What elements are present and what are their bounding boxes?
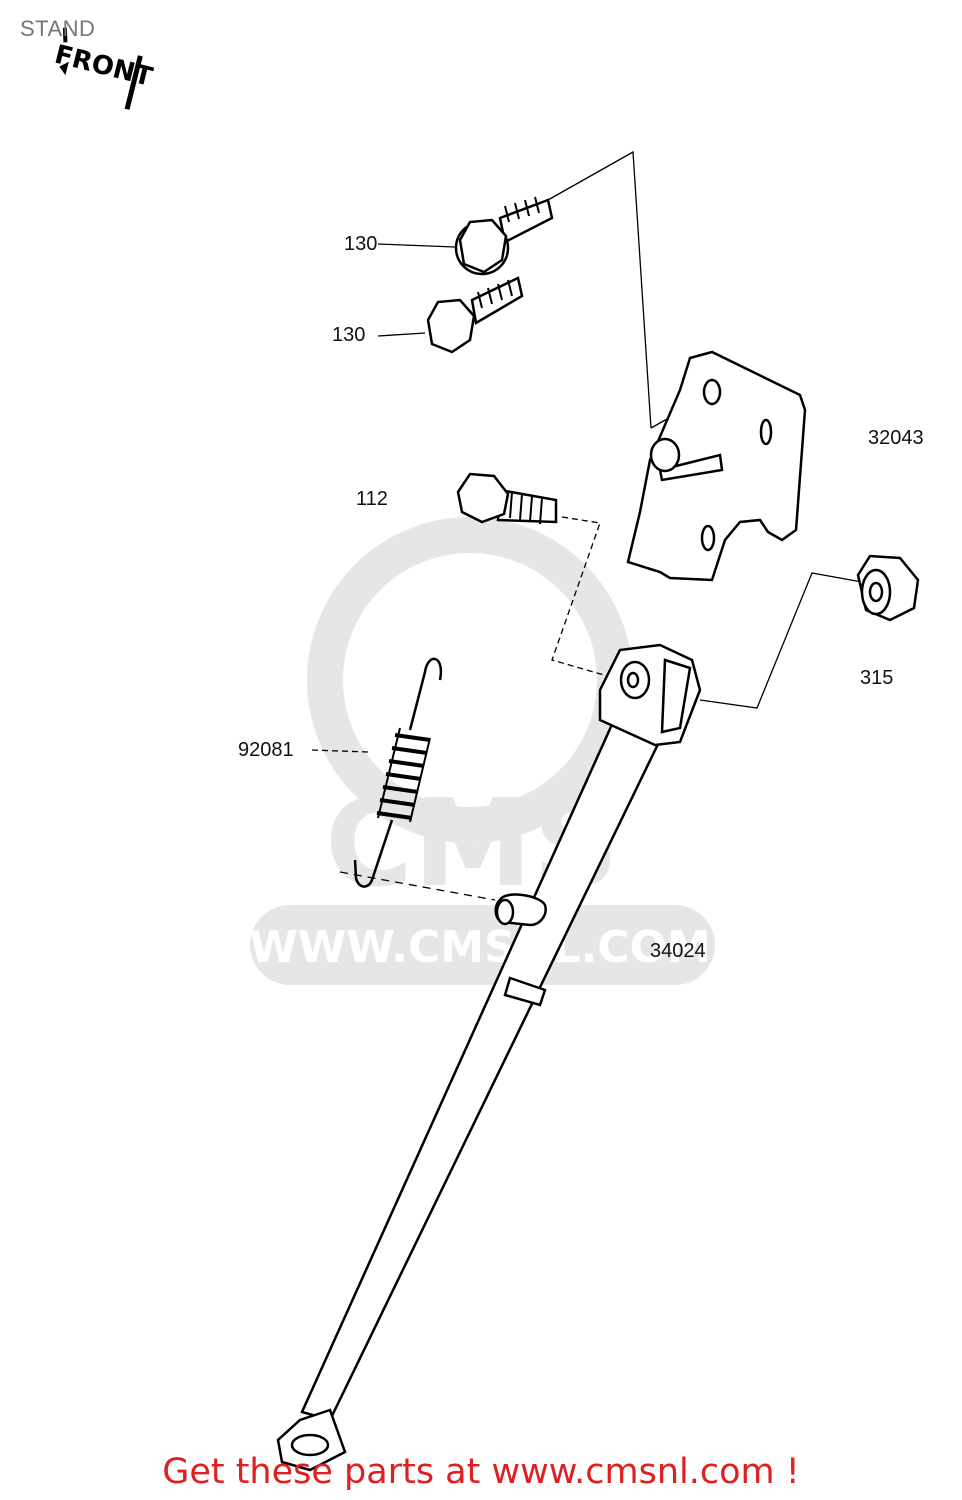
part-label-bolt-1[interactable]: 130 — [344, 233, 378, 255]
pivot-bolt-112 — [456, 472, 558, 525]
part-label-spring[interactable]: 92081 — [238, 739, 294, 761]
stand-34024 — [276, 643, 702, 1472]
part-label-bracket[interactable]: 32043 — [868, 427, 924, 449]
nut-315 — [856, 554, 920, 622]
promo-link[interactable]: Get these parts at www.cmsnl.com ! — [162, 1452, 800, 1492]
bracket-32043 — [626, 350, 807, 582]
spring-92081 — [353, 657, 443, 888]
bolt-130-upper — [454, 196, 554, 276]
part-label-nut[interactable]: 315 — [860, 667, 894, 689]
diagram-title: STAND — [20, 16, 96, 41]
bolt-130-lower — [426, 276, 524, 354]
watermark-url: WWW.CMSNL.COM — [249, 922, 711, 973]
part-label-bolt-2[interactable]: 130 — [332, 324, 366, 346]
part-label-stand[interactable]: 34024 — [650, 940, 706, 962]
part-label-pivot-bolt[interactable]: 112 — [356, 488, 388, 510]
